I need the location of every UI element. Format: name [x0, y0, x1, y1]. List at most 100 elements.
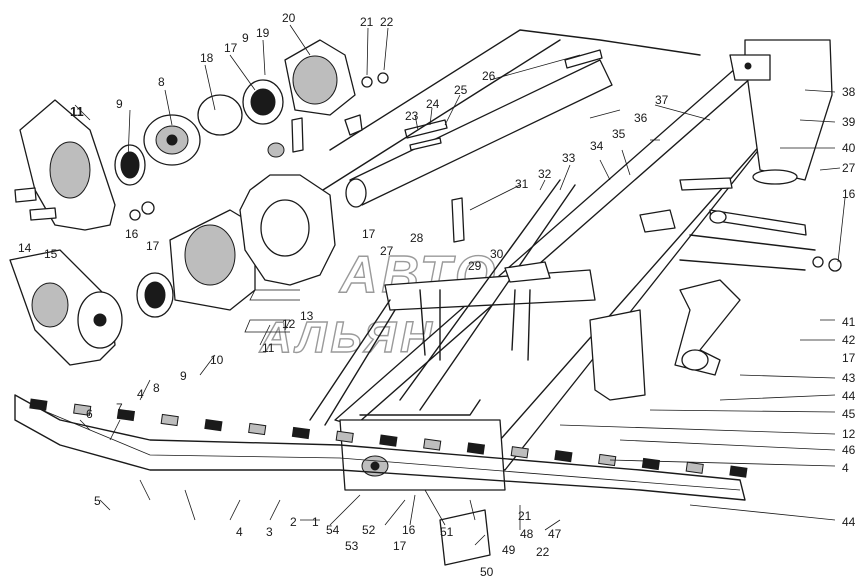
clip-30: [504, 261, 551, 283]
chain-link: [29, 398, 48, 411]
callout-25: 25: [454, 83, 468, 97]
callout-9c: 9: [180, 369, 187, 383]
callout-26: 26: [482, 69, 496, 83]
chain-link: [248, 422, 267, 436]
bolt-14: [14, 187, 37, 203]
chain-link: [554, 450, 573, 463]
callout-22b: 22: [536, 545, 550, 559]
callout-labels: 11 9 8 18 17 9 19 20 21 22 23 24 25 26 3…: [18, 11, 856, 579]
callout-17b: 17: [842, 351, 856, 365]
chain-link: [73, 403, 92, 416]
callout-33: 33: [562, 151, 576, 165]
callout-8b: 8: [153, 381, 160, 395]
spring-pin: [291, 117, 304, 153]
callout-5: 5: [94, 494, 101, 508]
callout-27: 27: [842, 161, 856, 175]
grease-fitting: [344, 114, 363, 136]
chain-link: [729, 465, 748, 478]
callout-51: 51: [440, 525, 454, 539]
callout-30: 30: [490, 247, 504, 261]
callout-24: 24: [426, 97, 440, 111]
chain-link: [423, 438, 442, 451]
callout-16: 16: [125, 227, 139, 241]
chain-link: [641, 457, 661, 471]
callout-15: 15: [44, 247, 58, 261]
callout-39: 39: [842, 115, 856, 129]
callout-29: 29: [468, 259, 482, 273]
callout-53: 53: [345, 539, 359, 553]
callout-32: 32: [538, 167, 552, 181]
callout-27b: 27: [380, 244, 394, 258]
leader-lines: [74, 24, 846, 546]
callout-9b: 9: [242, 31, 249, 45]
callout-49: 49: [502, 543, 516, 557]
callout-20: 20: [282, 11, 296, 25]
callout-1: 1: [312, 515, 319, 529]
callout-22: 22: [380, 15, 394, 29]
chain-link: [379, 434, 398, 447]
callout-47: 47: [548, 527, 562, 541]
callout-17e: 17: [362, 227, 376, 241]
callout-41: 41: [842, 315, 856, 329]
clip-35: [639, 209, 676, 233]
callout-11b: 11: [262, 341, 275, 355]
snap-ring-18: [197, 94, 243, 136]
chain-link: [204, 419, 223, 432]
nut-17: [141, 201, 155, 215]
conveyor-chain: [14, 394, 748, 501]
washer-21: [361, 76, 373, 88]
callout-44: 44: [842, 389, 856, 403]
callout-3: 3: [266, 525, 273, 539]
chain-link: [685, 461, 704, 474]
callout-17: 17: [224, 41, 238, 55]
callout-54: 54: [326, 523, 340, 537]
callout-35: 35: [612, 127, 626, 141]
chain-link: [160, 413, 179, 427]
callout-4b: 4: [236, 525, 243, 539]
callout-52: 52: [362, 523, 376, 537]
callout-16: 16: [842, 187, 856, 201]
callout-50: 50: [480, 565, 494, 579]
upper-tube: [314, 29, 701, 208]
callout-19: 19: [256, 26, 270, 40]
left-assembly: [9, 39, 389, 366]
cylinder-29: [451, 197, 465, 243]
callout-4a: 4: [137, 387, 144, 401]
callout-36: 36: [634, 111, 648, 125]
callout-23: 23: [405, 109, 419, 123]
right-assembly: [439, 177, 842, 566]
callout-28: 28: [410, 231, 424, 245]
callout-11: 11: [70, 104, 84, 119]
tube-key-26: [564, 49, 603, 69]
callout-37: 37: [655, 93, 669, 107]
callout-43: 43: [842, 371, 856, 385]
chain-link: [291, 426, 311, 440]
callout-9: 9: [116, 97, 123, 111]
bracket-37: [679, 177, 733, 191]
callout-16c: 16: [402, 523, 416, 537]
tie-rods-41-42: [679, 234, 816, 271]
callout-4c: 4: [842, 461, 849, 475]
washer-16: [129, 209, 141, 221]
callout-2: 2: [290, 515, 297, 529]
callout-18: 18: [200, 51, 214, 65]
chain-link: [466, 442, 486, 455]
nut-22: [377, 72, 389, 84]
watermark-logo-mark: [244, 289, 300, 333]
callout-17d: 17: [146, 239, 160, 253]
callout-38: 38: [842, 85, 856, 99]
callout-44b: 44: [842, 515, 856, 529]
callout-31: 31: [515, 177, 529, 191]
callout-42: 42: [842, 333, 856, 347]
callout-13: 13: [300, 309, 314, 323]
chain-link: [335, 430, 354, 443]
callout-21b: 21: [518, 509, 532, 523]
callout-10: 10: [210, 353, 224, 367]
chain-link: [116, 408, 136, 422]
callout-6: 6: [86, 407, 93, 421]
callout-17c: 17: [393, 539, 407, 553]
guard-plate-49: [439, 509, 491, 566]
callout-14: 14: [18, 241, 32, 255]
key-23: [409, 137, 442, 151]
callout-40: 40: [842, 141, 856, 155]
